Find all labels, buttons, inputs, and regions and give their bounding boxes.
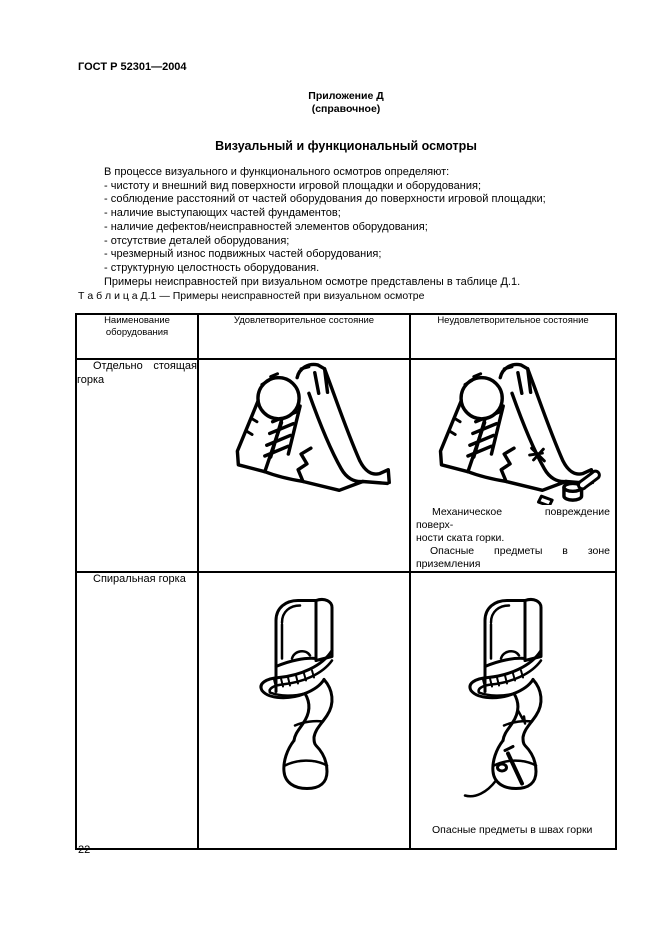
table-header-row: Наименование оборудования Удовлетворител… (75, 313, 617, 360)
scratch-mark (528, 446, 546, 463)
hazard-hole (496, 762, 508, 773)
satisfactory-image-cell (197, 570, 411, 850)
hazard-object (577, 469, 601, 491)
hazard-nail (506, 751, 524, 786)
table-caption-label: Т а б л и ц а Д.1 (78, 290, 157, 302)
equipment-name-line: Отдельно стоящая (93, 360, 197, 372)
inspection-examples-table: Наименование оборудования Удовлетворител… (75, 313, 617, 850)
spiral-slide-drawing (259, 597, 334, 790)
page-title: Визуальный и функциональный осмотры (215, 139, 477, 153)
ground-crack-line (463, 778, 498, 797)
closing-paragraph: Примеры неисправностей при визуальном ос… (104, 275, 521, 288)
checklist-item: - чистоту и внешний вид поверхности игро… (104, 179, 482, 192)
defect-caption-line: ности ската горки. (416, 531, 505, 544)
header-satisfactory: Удовлетворительное состояние (197, 313, 411, 360)
checklist-item: - наличие выступающих частей фундаментов… (104, 207, 341, 220)
defect-caption-line: Опасные предметы в зоне приземления (416, 544, 610, 570)
page-number: 22 (78, 844, 91, 856)
annex-label: Приложение Д (308, 90, 384, 102)
equipment-name-line: горка (77, 373, 105, 386)
header-unsatisfactory: Неудовлетворительное состояние (409, 313, 617, 360)
checklist-item: - соблюдение расстояний от частей оборуд… (104, 193, 546, 206)
hazard-debris (537, 494, 554, 505)
header-equipment-name: Наименование оборудования (75, 313, 199, 360)
checklist-item: - чрезмерный износ подвижных частей обор… (104, 248, 382, 261)
unsatisfactory-image-cell: Механическое повреждение поверх- ности с… (409, 358, 617, 573)
satisfactory-image-cell (197, 358, 411, 573)
checklist-item: - структурную целостность оборудования. (104, 261, 320, 274)
checklist-item: - наличие дефектов/неисправностей элемен… (104, 220, 428, 233)
doc-number: ГОСТ Р 52301—2004 (78, 61, 187, 73)
defect-caption: Механическое повреждение поверх- ности с… (411, 505, 615, 571)
checklist-item: - отсутствие деталей оборудования; (104, 234, 290, 247)
equipment-name-line: Спиральная горка (93, 572, 186, 585)
intro-block: В процессе визуального и функционального… (78, 166, 614, 289)
table-row-free-standing-slide: Отдельно стоящая горка (75, 358, 617, 573)
free-standing-slide-damaged-drawing (438, 362, 601, 505)
annex-note: (справочное) (311, 103, 381, 115)
defect-caption-line: Механическое повреждение поверх- (416, 506, 610, 531)
seam-defect-mark (516, 708, 527, 725)
table-caption-text: — Примеры неисправностей при визуальном … (159, 290, 425, 302)
equipment-name-cell: Отдельно стоящая горка (75, 358, 199, 573)
spiral-slide-damaged-drawing (463, 597, 543, 797)
annex-heading: Приложение Д (справочное) (78, 90, 614, 116)
table-caption: Т а б л и ц а Д.1 — Примеры неисправност… (78, 290, 614, 302)
table-row-spiral-slide: Спиральная горка (75, 570, 617, 850)
intro-paragraph: В процессе визуального и функционального… (104, 166, 450, 178)
free-standing-slide-drawing (235, 362, 391, 493)
unsatisfactory-image-cell: Опасные предметы в швах горки (409, 570, 617, 850)
equipment-name-cell: Спиральная горка (75, 570, 199, 850)
defect-caption: Опасные предметы в швах горки (432, 823, 593, 836)
